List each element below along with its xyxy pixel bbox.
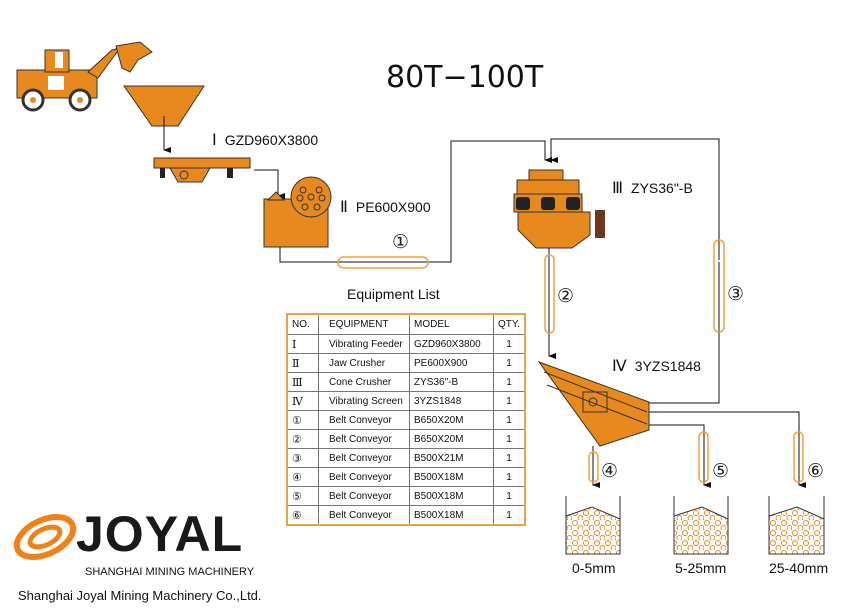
row-model: B500X18M [409, 486, 494, 506]
conveyor-1-label: ① [392, 231, 410, 253]
row-equipment: Vibrating Feeder [318, 334, 410, 354]
joyal-logo-icon [13, 514, 77, 560]
row-qty: 1 [493, 391, 526, 411]
row-equipment: Jaw Crusher [318, 353, 410, 373]
belt-conveyor-1 [337, 256, 429, 269]
jaw-crusher-icon [263, 176, 332, 248]
row-qty: 1 [493, 505, 526, 526]
row-qty: 1 [493, 467, 526, 487]
row-model: B500X21M [409, 448, 494, 468]
wheel-loader-icon [16, 41, 153, 112]
conveyor-4-label: ④ [601, 460, 619, 482]
belt-conveyor-4 [588, 451, 599, 483]
row-model: B650X20M [409, 410, 494, 430]
cone-crusher-icon [513, 169, 605, 249]
capacity-title: 80T−100T [386, 60, 544, 95]
row-no: Ⅲ [286, 372, 319, 392]
row-qty: 1 [493, 410, 526, 430]
product-bin-3 [768, 496, 825, 555]
product-bin-1 [565, 496, 621, 555]
row-qty: 1 [493, 448, 526, 468]
row-qty: 1 [493, 353, 526, 373]
row-equipment: Belt Conveyor [318, 467, 410, 487]
hopper-icon [123, 85, 205, 127]
col-no: NO. [286, 313, 319, 335]
col-model: MODEL [409, 313, 494, 335]
table-header-row: NO. EQUIPMENT MODEL QTY. [286, 313, 526, 335]
product-size-2: 5-25mm [675, 560, 727, 576]
row-no: ① [286, 410, 319, 430]
company-name: Shanghai Joyal Mining Machinery Co.,Ltd. [18, 588, 262, 603]
row-qty: 1 [493, 372, 526, 392]
row-model: PE600X900 [409, 353, 494, 373]
belt-conveyor-6 [793, 431, 804, 483]
row-qty: 1 [493, 334, 526, 354]
belt-conveyor-5 [698, 431, 709, 483]
row-equipment: Belt Conveyor [318, 486, 410, 506]
row-model: B650X20M [409, 429, 494, 449]
row-model: GZD960X3800 [409, 334, 494, 354]
row-model: 3YZS1848 [409, 391, 494, 411]
vibrating-feeder-icon [153, 157, 251, 183]
product-size-1: 0-5mm [572, 560, 616, 576]
vibrating-screen-icon [537, 360, 650, 447]
logo-subtitle: SHANGHAI MINING MACHINERY [85, 566, 255, 578]
col-equipment: EQUIPMENT [318, 313, 410, 335]
belt-conveyor-3 [713, 239, 725, 333]
row-no: Ⅱ [286, 353, 319, 373]
row-no: ② [286, 429, 319, 449]
product-size-3: 25-40mm [769, 560, 829, 576]
row-no: Ⅳ [286, 391, 319, 411]
conveyor-6-label: ⑥ [807, 460, 825, 482]
row-qty: 1 [493, 486, 526, 506]
col-qty: QTY. [493, 313, 526, 335]
row-no: ⑤ [286, 486, 319, 506]
row-equipment: Belt Conveyor [318, 410, 410, 430]
row-equipment: Cone Crusher [318, 372, 410, 392]
row-qty: 1 [493, 429, 526, 449]
row-model: ZYS36"-B [409, 372, 494, 392]
row-no: Ⅰ [286, 334, 319, 354]
row-equipment: Belt Conveyor [318, 505, 410, 526]
product-bin-2 [673, 496, 729, 555]
conveyor-3-label: ③ [727, 283, 745, 305]
equipment-list-title: Equipment List [347, 286, 440, 302]
row-model: B500X18M [409, 505, 494, 526]
row-model: B500X18M [409, 467, 494, 487]
row-equipment: Belt Conveyor [318, 429, 410, 449]
row-no: ④ [286, 467, 319, 487]
belt-conveyor-2 [544, 254, 555, 334]
row-equipment: Belt Conveyor [318, 448, 410, 468]
conveyor-2-label: ② [557, 285, 575, 307]
row-no: ⑥ [286, 505, 319, 526]
conveyor-5-label: ⑤ [712, 460, 730, 482]
logo-wordmark: JOYAL [76, 506, 244, 562]
row-no: ③ [286, 448, 319, 468]
row-equipment: Vibrating Screen [318, 391, 410, 411]
